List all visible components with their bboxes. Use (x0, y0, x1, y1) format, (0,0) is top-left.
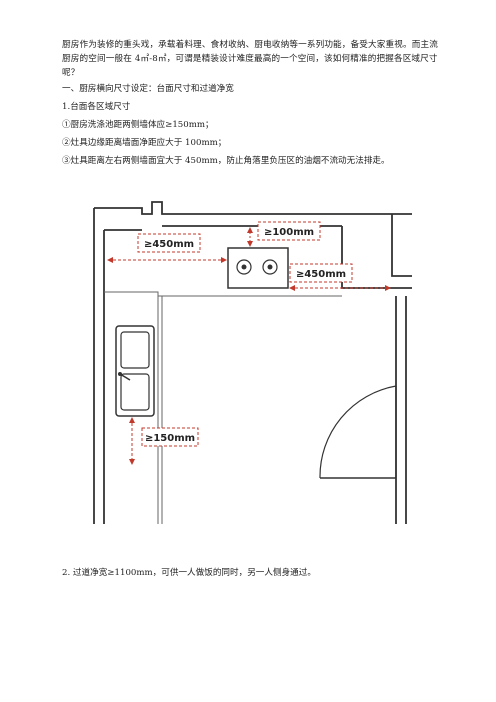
countertop (104, 291, 342, 524)
subsection-heading: 1.台面各区域尺寸 (62, 102, 131, 112)
countertop-edge (104, 291, 342, 297)
section-heading: 一、厨房横向尺寸设定：台面尺寸和过道净宽 (62, 84, 234, 94)
list-item: ①厨房洗涤池距两侧墙体应≥150mm； (62, 120, 214, 130)
intro-paragraph: 厨房作为装修的重头戏，承载着料理、食材收纳、厨电收纳等一系列功能，备受大家重视。… (62, 40, 438, 78)
top-wall-outer (94, 201, 412, 215)
dimension-label: ≥450mm (144, 239, 194, 250)
dimension-top-100: ≥100mm (247, 221, 321, 247)
list-item: ②灶具边缘距离墙面净距应大于 100mm； (62, 138, 227, 148)
kitchen-layout-diagram: ≥450mm ≥100mm ≥450mm ≥150mm (93, 201, 412, 524)
dimension-label: ≥150mm (145, 433, 195, 444)
subsection-2-text: 2. 过道净宽≥1100mm，可供一人做饭的同时，另一人侧身通过。 (62, 568, 316, 578)
dimension-left-450: ≥450mm (107, 233, 227, 263)
dimension-right-450: ≥450mm (289, 263, 391, 291)
dimension-label: ≥450mm (296, 269, 346, 280)
door (319, 385, 397, 479)
dimension-sink-150: ≥150mm (129, 417, 199, 465)
dimension-label: ≥100mm (264, 227, 314, 238)
sink (115, 325, 155, 417)
stove (227, 247, 289, 289)
list-item: ③灶具距离左右两侧墙面宜大于 450mm，防止角落里负压区的油烟不流动无法排走。 (62, 156, 390, 166)
